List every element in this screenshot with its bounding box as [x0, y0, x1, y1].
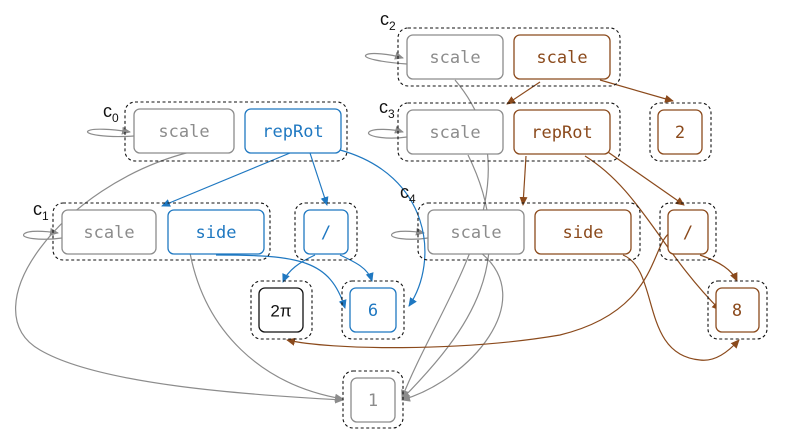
closure-c4-frame — [417, 202, 641, 261]
twopi-box — [258, 287, 304, 333]
two-box — [657, 109, 703, 155]
edge-c2-value-to-c3 — [506, 81, 541, 105]
c4-scale-box — [427, 209, 525, 255]
one-label: 1 — [368, 391, 378, 411]
closure-c1-frame — [52, 202, 271, 261]
six-label: 6 — [368, 301, 378, 321]
closure-one-frame — [342, 370, 404, 429]
closure-label-c1: c1 — [33, 199, 49, 223]
eight-label: 8 — [732, 301, 742, 321]
edge-c2-self-loop — [364, 51, 408, 65]
c4-scale-label: scale — [450, 223, 501, 243]
c4-value-box — [534, 209, 632, 255]
node-boxes — [61, 34, 760, 423]
c0-scale-label: scale — [158, 122, 209, 142]
closure-c2-frame — [397, 27, 621, 87]
edge-c1-scale-to-one — [189, 252, 344, 402]
edge-c3-self-loop — [367, 125, 408, 139]
closures — [52, 27, 768, 429]
edge-side-blue-to-six — [215, 254, 347, 309]
edge-reprot-blue-to-div — [309, 152, 329, 206]
c2-scale-label: scale — [429, 48, 480, 68]
twopi-label: 2π — [270, 302, 291, 321]
div-blue-box — [303, 209, 349, 255]
eight-box — [715, 287, 760, 333]
c2-scale-box — [406, 34, 504, 80]
c1-value-box — [167, 209, 265, 255]
c3-scale-box — [406, 109, 504, 155]
edge-div-brown-to-twopi — [286, 231, 673, 349]
node-texts: scale scale scale repRot scale repRot 2 … — [83, 48, 742, 411]
closure-six-frame — [341, 280, 405, 340]
one-box — [350, 377, 396, 423]
div-brown-box — [667, 209, 709, 255]
edges — [15, 51, 740, 404]
c0-value-box — [244, 108, 342, 154]
closure-label-c3: c3 — [379, 97, 395, 121]
edge-reprot-blue-to-c1 — [161, 152, 291, 207]
edge-reprot-brown-to-c4 — [519, 155, 528, 206]
c3-value-box — [513, 109, 611, 155]
closure-eight-frame — [707, 280, 768, 340]
c1-scale-label: scale — [83, 223, 134, 243]
edge-c0-self-loop — [87, 126, 135, 138]
closure-labels: c2 c0 c3 c1 c4 — [33, 9, 416, 223]
c2-value-box — [513, 34, 611, 80]
closure-label-c2: c2 — [380, 9, 396, 33]
closure-div-brown-frame — [659, 202, 717, 261]
edge-div-brown-to-eight — [699, 254, 738, 282]
edge-c2-value-to-two — [599, 79, 674, 103]
c0-scale-box — [133, 108, 235, 154]
div-brown-label: / — [683, 223, 693, 243]
edge-div-blue-to-six — [339, 254, 374, 282]
two-label: 2 — [675, 123, 685, 143]
edge-reprot-brown-to-div — [604, 149, 685, 206]
closure-label-c0: c0 — [103, 101, 119, 125]
edge-side-brown-to-eight — [622, 254, 740, 361]
edge-c0-scale-to-one — [15, 151, 344, 404]
closure-c3-frame — [397, 102, 621, 162]
c0-value-label: repRot — [262, 122, 323, 142]
closure-c0-frame — [124, 101, 348, 162]
edge-div-blue-to-twopi — [282, 254, 316, 283]
div-blue-label: / — [321, 223, 331, 243]
edge-c4-self-loop — [390, 227, 429, 240]
c3-scale-label: scale — [429, 123, 480, 143]
c3-value-label: repRot — [531, 123, 592, 143]
c4-value-label: side — [563, 223, 604, 243]
c2-value-label: scale — [536, 48, 587, 68]
six-box — [349, 287, 397, 333]
c1-value-label: side — [196, 223, 237, 243]
edge-reprot-brown-to-eight — [584, 155, 721, 311]
closure-label-c4: c4 — [400, 182, 416, 206]
edge-reprot-blue-to-six — [339, 149, 426, 307]
edge-c1-self-loop — [22, 227, 63, 240]
edge-c3-scale-to-one — [401, 154, 491, 400]
c1-scale-box — [61, 209, 157, 255]
edge-c4-scale-to-one — [401, 251, 504, 402]
